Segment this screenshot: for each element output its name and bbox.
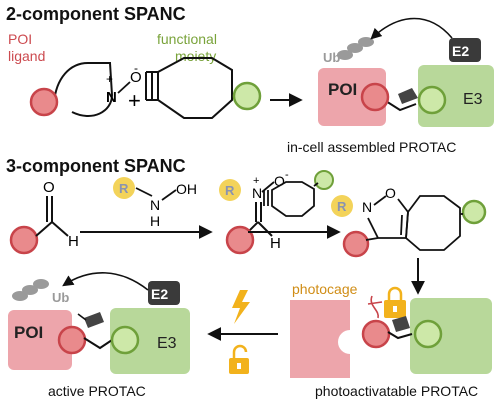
caption-active-protac: active PROTAC [48, 383, 146, 399]
svg-text:OH: OH [176, 181, 197, 197]
svg-text:+: + [253, 175, 259, 187]
heading-2-component: 2-component SPANC [6, 4, 186, 24]
svg-text:POI: POI [14, 323, 43, 342]
unlocked-padlock-icon [229, 344, 249, 374]
svg-text:E2: E2 [452, 43, 469, 59]
svg-text:N: N [252, 185, 262, 201]
svg-text:R: R [225, 183, 235, 198]
nitrone-structure: N + O - [29, 61, 142, 117]
svg-text:H: H [150, 213, 160, 229]
e2-box [449, 38, 481, 62]
svg-text:O: O [274, 173, 285, 189]
svg-text:R: R [119, 181, 129, 196]
isoxazoline-product: R N O [331, 185, 487, 258]
poi-ligand-circle [29, 87, 59, 117]
svg-text:-: - [285, 169, 289, 181]
poi-box [318, 68, 386, 126]
nitrone-n-atom: N [106, 89, 117, 106]
poi-box-caged [290, 300, 350, 378]
svg-text:E3: E3 [463, 91, 483, 108]
svg-text:E2: E2 [151, 286, 168, 302]
svg-text:H: H [68, 233, 79, 250]
svg-text:N: N [362, 199, 372, 215]
plus-sign: + [128, 88, 141, 113]
lightning-icon [232, 290, 250, 324]
svg-text:N: N [150, 197, 160, 213]
functional-moiety-label-line2: moiety [175, 48, 217, 64]
svg-text:O: O [43, 179, 55, 196]
svg-text:Ub: Ub [323, 50, 340, 65]
e3-box-caged [410, 298, 492, 374]
caption-photoactivatable-protac: photoactivatable PROTAC [315, 383, 479, 399]
poi-box-active [8, 310, 72, 370]
in-cell-protac: POI E3 E2 Ub [318, 17, 494, 127]
svg-text:POI: POI [328, 80, 357, 99]
nitrone-o-atom: O [130, 69, 142, 86]
photocage-label: photocage [292, 281, 358, 297]
svg-text:-: - [134, 61, 138, 75]
aldehyde-structure: O H [9, 179, 79, 255]
caption-in-cell-protac: in-cell assembled PROTAC [287, 139, 457, 155]
active-protac: POI E3 E2 Ub [8, 272, 190, 374]
photoactivatable-protac [290, 286, 492, 378]
svg-text:Ub: Ub [52, 290, 69, 305]
svg-text:E3: E3 [157, 335, 177, 352]
e3-box-active [110, 308, 190, 374]
poi-ligand-label-line2: ligand [8, 48, 46, 64]
hydroxylamine-reagent: R N H OH [113, 177, 197, 229]
heading-3-component: 3-component SPANC [6, 156, 186, 176]
nitrone-plus-charge: + [106, 72, 113, 86]
svg-text:H: H [270, 235, 281, 252]
poi-ligand-label-line1: POI [8, 31, 33, 47]
functional-moiety-label-line1: functional [157, 31, 217, 47]
cyclooctyne-reagent [263, 170, 334, 217]
cyclooctyne-structure [145, 57, 262, 119]
svg-text:O: O [385, 185, 396, 201]
svg-text:R: R [337, 199, 347, 214]
functional-moiety-circle [232, 81, 262, 111]
